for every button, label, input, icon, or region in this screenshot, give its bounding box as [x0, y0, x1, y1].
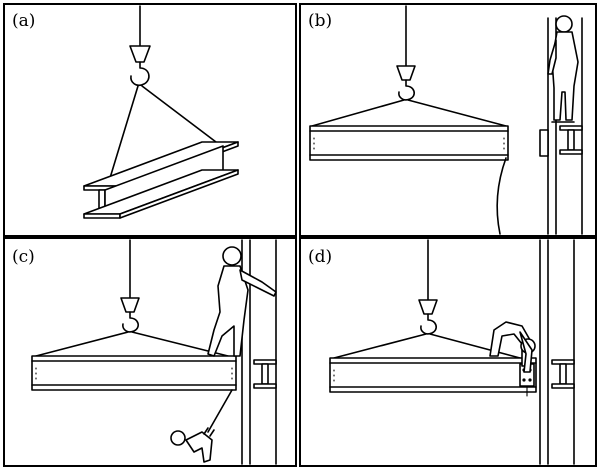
ironworker	[207, 246, 277, 357]
tag-line	[496, 157, 507, 235]
i-beam	[83, 141, 239, 219]
panel-label-c: (c)	[12, 247, 35, 267]
sling-left	[311, 99, 405, 127]
sling-left	[333, 333, 427, 359]
panel-d: (d)	[299, 237, 597, 467]
crane-hook	[418, 299, 438, 335]
column-connection	[551, 359, 575, 389]
ironworker	[489, 321, 536, 373]
panel-c: (c)	[3, 237, 297, 467]
sling-right	[141, 85, 217, 143]
sling-right	[429, 333, 521, 359]
crane-hook	[120, 297, 140, 333]
ground-worker	[170, 427, 215, 463]
panel-a: (a)	[3, 3, 297, 237]
sling-right	[407, 99, 507, 127]
tag-line	[207, 389, 233, 433]
crane-hook	[129, 45, 151, 87]
ironworker	[547, 15, 579, 123]
sling-left	[109, 85, 139, 179]
panel-label-d: (d)	[308, 247, 332, 267]
beam	[309, 125, 509, 161]
column	[539, 239, 575, 465]
panel-label-b: (b)	[308, 11, 332, 31]
crane-hook	[396, 65, 416, 101]
sling-left	[35, 331, 129, 357]
beam	[329, 357, 537, 393]
panel-b: (b)	[299, 3, 597, 237]
beam	[31, 355, 237, 391]
column-connection	[539, 125, 583, 157]
panel-label-a: (a)	[12, 11, 35, 31]
column-connection	[253, 359, 277, 389]
